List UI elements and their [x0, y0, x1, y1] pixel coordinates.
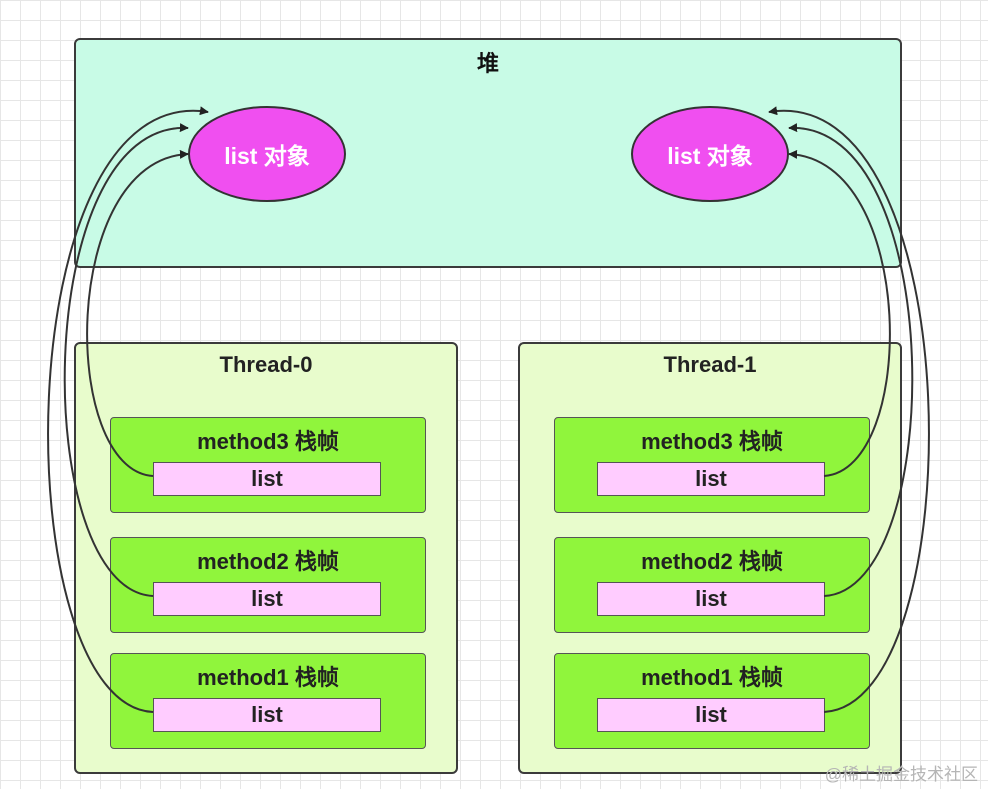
stack-frame-method2: method2 栈帧 list	[110, 537, 426, 633]
arrow-t0-method2	[63, 123, 189, 597]
stack-frame-method3: method3 栈帧 list	[554, 417, 870, 513]
frame-title: method3 栈帧	[197, 429, 339, 454]
frame-title: method1 栈帧	[641, 665, 783, 690]
thread-title: Thread-1	[663, 352, 757, 377]
stack-frame-method1: method1 栈帧 list	[110, 653, 426, 749]
frame-title: method3 栈帧	[641, 429, 783, 454]
arrow-t1-method3	[788, 149, 891, 477]
stack-frame-method2: method2 栈帧 list	[554, 537, 870, 633]
local-variable-list: list	[153, 462, 381, 496]
stack-frame-method3: method3 栈帧 list	[110, 417, 426, 513]
arrow-t1-method2	[788, 123, 914, 597]
local-variable-list: list	[597, 462, 825, 496]
watermark: @稀土掘金技术社区	[824, 765, 978, 784]
local-variable-list: list	[153, 582, 381, 616]
local-variable-list: list	[153, 698, 381, 732]
thread-1-box: Thread-1 method3 栈帧 list method2 栈帧 list…	[518, 342, 902, 774]
frame-title: method1 栈帧	[197, 665, 339, 690]
list-object-1: list 对象	[631, 106, 789, 202]
local-variable-list: list	[597, 698, 825, 732]
stack-frame-method1: method1 栈帧 list	[554, 653, 870, 749]
local-variable-list: list	[597, 582, 825, 616]
arrow-t0-method1	[47, 106, 209, 713]
thread-0-box: Thread-0 method3 栈帧 list method2 栈帧 list…	[74, 342, 458, 774]
frame-title: method2 栈帧	[197, 549, 339, 574]
list-object-0: list 对象	[188, 106, 346, 202]
arrow-t1-method1	[768, 106, 930, 713]
thread-title: Thread-0	[219, 352, 313, 377]
frame-title: method2 栈帧	[641, 549, 783, 574]
arrow-t0-method3	[86, 149, 189, 477]
heap-title: 堆	[476, 51, 499, 76]
